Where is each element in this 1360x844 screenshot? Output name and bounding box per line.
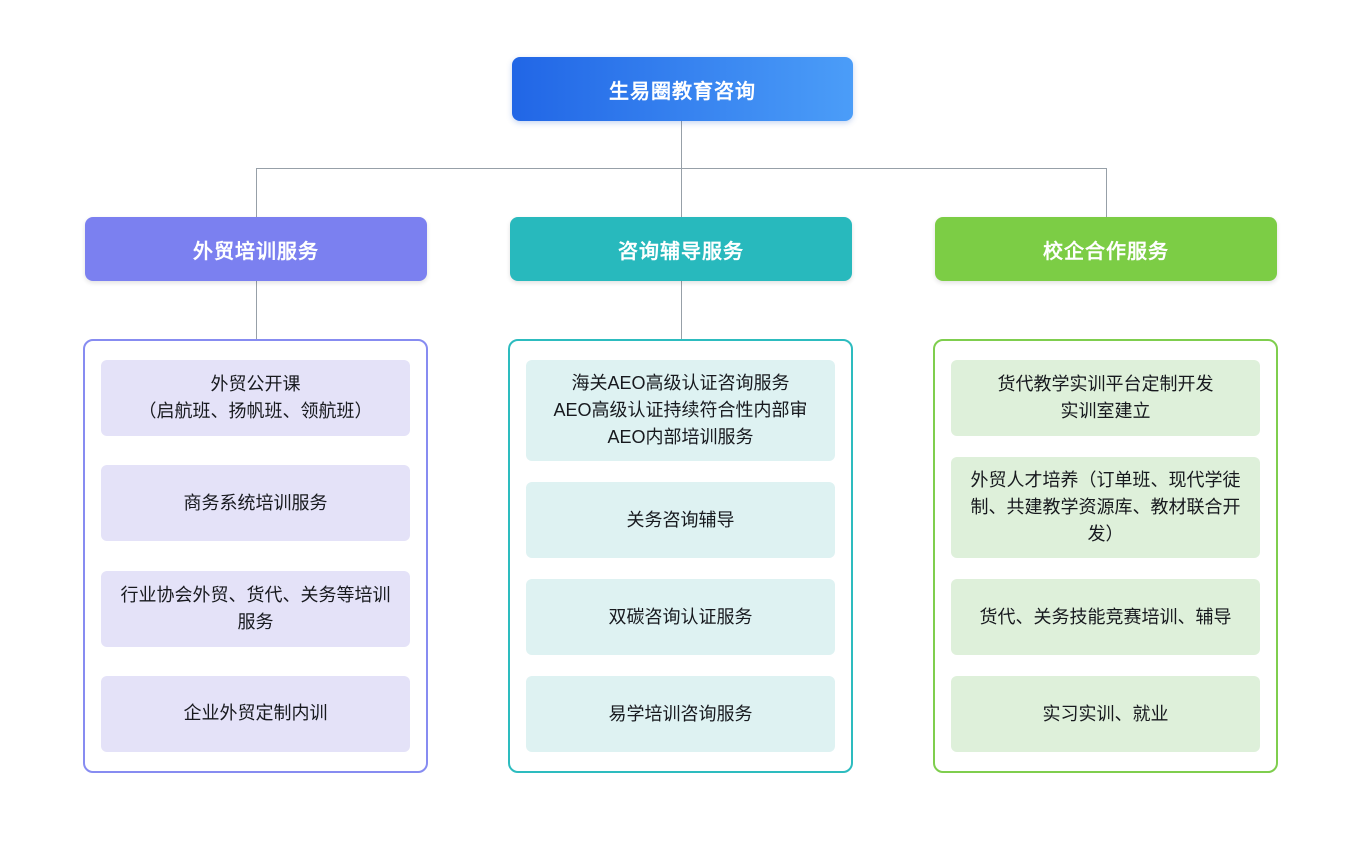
leaf-node: 外贸人才培养（订单班、现代学徒制、共建教学资源库、教材联合开发） xyxy=(951,457,1260,558)
leaf-node: 行业协会外贸、货代、关务等培训服务 xyxy=(101,570,410,647)
leaf-node: 双碳咨询认证服务 xyxy=(526,579,835,655)
leaf-node: 实习实训、就业 xyxy=(951,676,1260,752)
branch-header-label: 校企合作服务 xyxy=(1043,240,1169,263)
branch-header-label: 咨询辅导服务 xyxy=(618,240,744,263)
leaf-node: 外贸公开课 （启航班、扬帆班、领航班） xyxy=(101,360,410,436)
connector-branch-2-to-list xyxy=(681,281,682,339)
leaf-node: 海关AEO高级认证咨询服务 AEO高级认证持续符合性内部审 AEO内部培训服务 xyxy=(526,360,835,461)
branch-container-school-enterprise: 货代教学实训平台定制开发 实训室建立 外贸人才培养（订单班、现代学徒制、共建教学… xyxy=(933,339,1278,773)
leaf-node: 商务系统培训服务 xyxy=(101,465,410,542)
connector-root-vertical xyxy=(681,121,682,168)
connector-drop-branch-3 xyxy=(1106,168,1107,218)
root-node-label: 生易圈教育咨询 xyxy=(609,80,756,103)
leaf-node: 企业外贸定制内训 xyxy=(101,675,410,752)
root-node: 生易圈教育咨询 xyxy=(512,57,853,121)
leaf-node: 关务咨询辅导 xyxy=(526,482,835,558)
branch-header-consulting-coaching: 咨询辅导服务 xyxy=(510,217,852,281)
connector-drop-branch-2 xyxy=(681,168,682,218)
leaf-node: 货代教学实训平台定制开发 实训室建立 xyxy=(951,360,1260,436)
connector-drop-branch-1 xyxy=(256,168,257,218)
branch-header-school-enterprise: 校企合作服务 xyxy=(935,217,1277,281)
branch-container-foreign-trade-training: 外贸公开课 （启航班、扬帆班、领航班） 商务系统培训服务 行业协会外贸、货代、关… xyxy=(83,339,428,773)
leaf-node: 货代、关务技能竞赛培训、辅导 xyxy=(951,579,1260,655)
connector-branch-1-to-list xyxy=(256,281,257,339)
leaf-node: 易学培训咨询服务 xyxy=(526,676,835,752)
branch-header-foreign-trade-training: 外贸培训服务 xyxy=(85,217,427,281)
branch-header-label: 外贸培训服务 xyxy=(193,240,319,263)
branch-container-consulting-coaching: 海关AEO高级认证咨询服务 AEO高级认证持续符合性内部审 AEO内部培训服务 … xyxy=(508,339,853,773)
